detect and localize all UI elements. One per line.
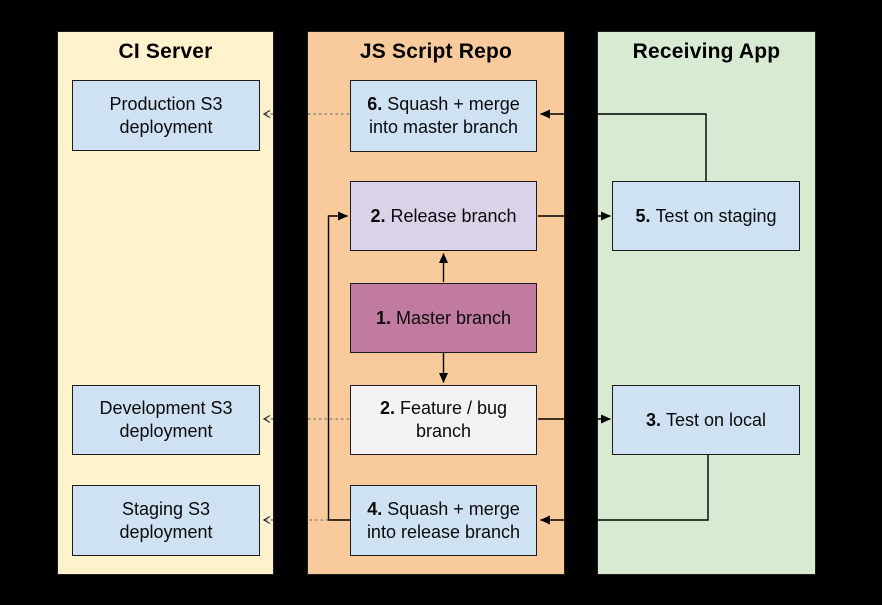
box-label: Production S3 deployment: [109, 93, 223, 137]
box-staging-s3-deployment: Staging S3 deployment: [72, 485, 260, 556]
lane-title-receiving-app: Receiving App: [632, 40, 781, 63]
box-step2-release-branch: 2.Release branch: [350, 181, 537, 251]
box-label: 2.Feature / bug branch: [379, 398, 508, 441]
box-label: 3.Test on local: [645, 409, 767, 430]
box-label: 1.Master branch: [375, 307, 512, 328]
lane-receiving-app: Receiving App: [597, 31, 816, 575]
box-label: 6.Squash + merge into master branch: [367, 94, 520, 137]
box-label: 4.Squash + merge into release branch: [366, 498, 521, 542]
box-step5-test-on-staging: 5.Test on staging: [612, 181, 800, 251]
lane-title-ci-server: CI Server: [118, 40, 213, 63]
box-step1-master-branch: 1.Master branch: [350, 283, 537, 353]
box-step4-squash-merge-release: 4.Squash + merge into release branch: [350, 485, 537, 556]
box-step6-squash-merge-master: 6.Squash + merge into master branch: [350, 80, 537, 152]
box-step3-test-on-local: 3.Test on local: [612, 385, 800, 455]
box-label: Staging S3 deployment: [119, 498, 213, 542]
box-step2-feature-bug-branch: 2.Feature / bug branch: [350, 385, 537, 455]
box-production-s3-deployment: Production S3 deployment: [72, 80, 260, 151]
lane-title-js-script-repo: JS Script Repo: [359, 40, 513, 63]
box-label: 2.Release branch: [370, 205, 517, 226]
box-label: Development S3 deployment: [99, 398, 233, 441]
box-label: 5.Test on staging: [635, 205, 777, 226]
box-development-s3-deployment: Development S3 deployment: [72, 385, 260, 455]
